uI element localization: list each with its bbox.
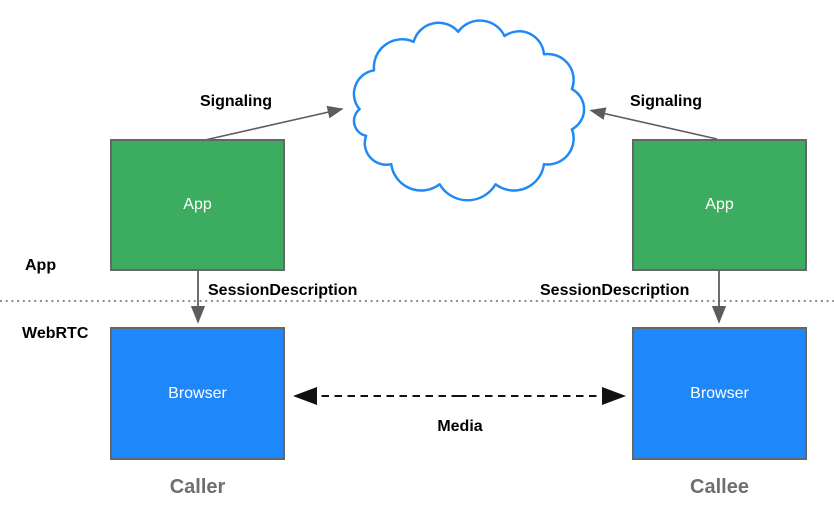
callee-caption: Callee (690, 476, 749, 498)
signaling-cloud-icon (352, 19, 586, 202)
session-description-label-right: SessionDescription (540, 282, 690, 299)
layer-label-app: App (25, 257, 57, 274)
signaling-label-right: Signaling (630, 93, 702, 110)
browser-node-caller-label: Browser (168, 384, 227, 402)
signaling-label-left: Signaling (200, 93, 272, 110)
caller-caption: Caller (169, 476, 226, 498)
media-label: Media (437, 418, 483, 435)
browser-node-callee-label: Browser (690, 384, 749, 402)
app-node-caller: App (110, 139, 285, 271)
session-description-label-left: SessionDescription (208, 282, 358, 299)
app-node-callee-label: App (705, 196, 734, 213)
signaling-arrow-left (204, 105, 344, 141)
app-node-callee: App (632, 139, 807, 271)
app-node-caller-label: App (183, 196, 212, 213)
browser-node-caller: Browser (110, 327, 285, 460)
signaling-arrow-right (589, 107, 718, 140)
layer-label-webrtc: WebRTC (22, 325, 89, 342)
browser-node-callee: Browser (632, 327, 807, 460)
